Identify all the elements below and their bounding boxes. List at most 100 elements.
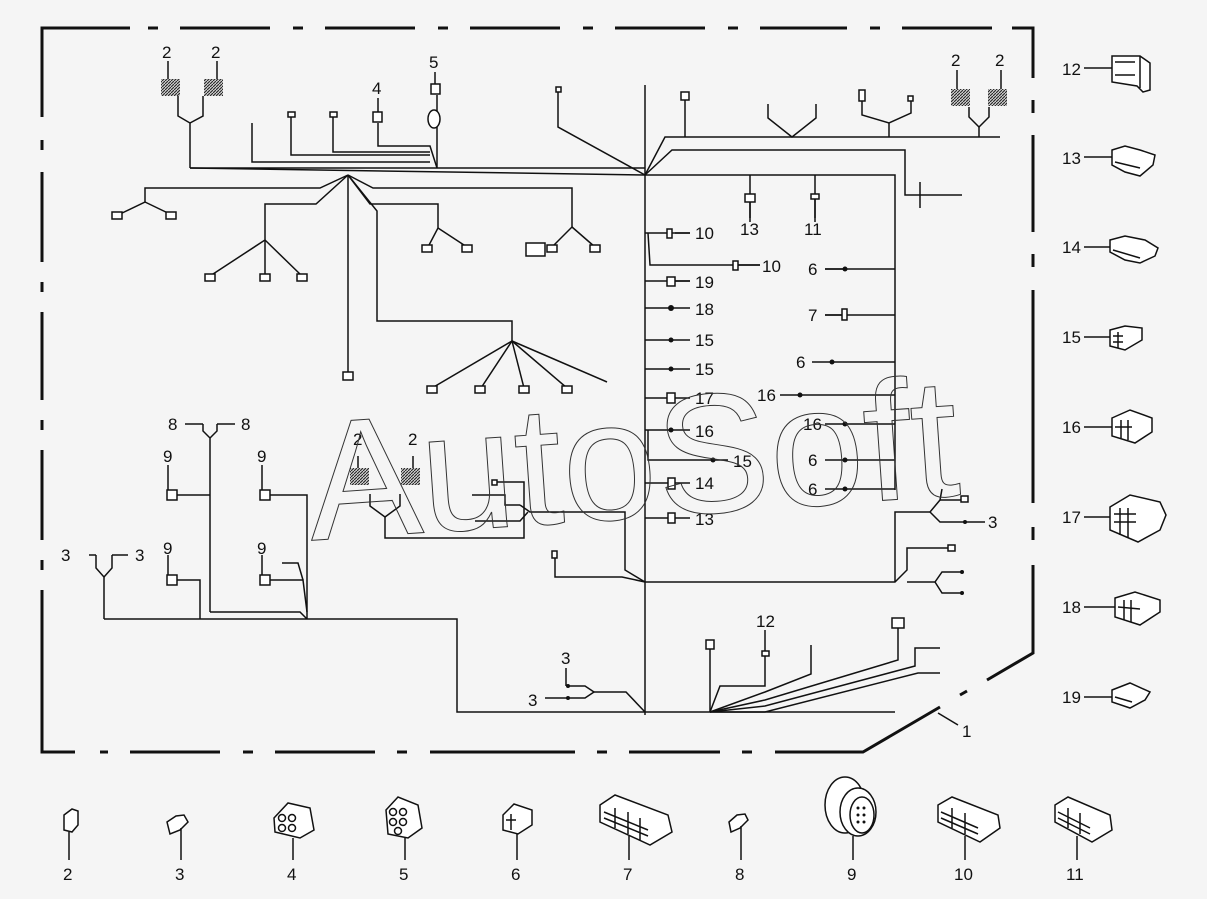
callout-label: 10	[695, 224, 714, 243]
callout-label: 8	[241, 415, 250, 434]
connector-7-icon	[599, 794, 673, 846]
callout-label: 3	[61, 546, 70, 565]
bottom-part-5[interactable]: 5	[385, 796, 423, 884]
callout-label: 15	[733, 452, 752, 471]
callout-label: 12	[756, 612, 775, 631]
connector-15-icon	[1109, 325, 1143, 351]
bottom-part-8[interactable]: 8	[728, 813, 749, 884]
part-number: 16	[1062, 418, 1081, 437]
part-number: 9	[847, 865, 856, 884]
connector-13-icon	[1111, 145, 1156, 177]
part-number: 5	[399, 865, 408, 884]
side-parts-column: 12 13 14 15	[1062, 55, 1167, 709]
part-number: 14	[1062, 238, 1081, 257]
bottom-part-2[interactable]: 2	[63, 808, 79, 884]
callout-label: 13	[740, 220, 759, 239]
bottom-part-11[interactable]: 11	[1054, 796, 1113, 884]
harness-connectors	[111, 79, 1007, 700]
bottom-part-7[interactable]: 7	[599, 794, 673, 884]
callout-label: 9	[257, 539, 266, 558]
connector-2-hatched	[161, 79, 180, 96]
part-number: 8	[735, 865, 744, 884]
part-number: 18	[1062, 598, 1081, 617]
bottom-part-10[interactable]: 10	[937, 796, 1001, 884]
connector-5-icon	[385, 796, 423, 839]
callout-label: 19	[695, 273, 714, 292]
side-part-13[interactable]: 13	[1062, 145, 1156, 177]
callout-label: 11	[804, 220, 822, 239]
callout-label: 6	[808, 260, 817, 279]
part-number: 7	[623, 865, 632, 884]
callout-label: 6	[808, 480, 817, 499]
bottom-part-6[interactable]: 6	[502, 803, 533, 884]
part-number: 19	[1062, 688, 1081, 707]
part-number: 11	[1066, 865, 1084, 884]
part-number: 2	[63, 865, 72, 884]
callout-label: 2	[353, 430, 362, 449]
side-part-18[interactable]: 18	[1062, 591, 1161, 626]
callout-label: 18	[695, 300, 714, 319]
connector-4-icon	[273, 802, 315, 839]
connector-19-icon	[1111, 682, 1152, 709]
connector-14-icon	[1109, 235, 1159, 264]
connector-17-icon	[1109, 494, 1167, 543]
callout-label: 3	[561, 649, 570, 668]
bottom-part-4[interactable]: 4	[273, 802, 315, 884]
connector-12-icon	[1111, 55, 1151, 93]
part-number: 3	[175, 865, 184, 884]
terminal-3-icon	[166, 814, 189, 836]
callout-label: 13	[695, 510, 714, 529]
part-number: 12	[1062, 60, 1081, 79]
connector-2-hatched	[350, 468, 369, 485]
connector-11-icon	[1054, 796, 1113, 843]
callout-label: 3	[528, 691, 537, 710]
side-part-19[interactable]: 19	[1062, 682, 1152, 709]
callout-leaders	[167, 61, 1002, 726]
side-part-12[interactable]: 12	[1062, 55, 1151, 93]
callout-label: 2	[162, 43, 171, 62]
small-connector-sockets	[111, 211, 969, 657]
callout-label: 3	[988, 513, 997, 532]
terminal-8-icon	[728, 813, 749, 834]
part-number: 17	[1062, 508, 1081, 527]
connector-2-icon	[63, 808, 79, 833]
callout-label: 2	[211, 43, 220, 62]
callout-label: 6	[796, 353, 805, 372]
harness-number-label: 1	[962, 722, 971, 741]
callout-label: 2	[995, 51, 1004, 70]
callout-label: 15	[695, 331, 714, 350]
part-number: 10	[954, 865, 973, 884]
bottom-part-9[interactable]: 9	[824, 776, 877, 884]
harness-boundary-frame	[40, 26, 1035, 754]
side-part-15[interactable]: 15	[1062, 325, 1143, 351]
part-number: 13	[1062, 149, 1081, 168]
callout-label: 7	[808, 306, 817, 325]
callout-label: 15	[695, 360, 714, 379]
side-part-14[interactable]: 14	[1062, 235, 1159, 264]
callout-label: 9	[257, 447, 266, 466]
round-connector-9-icon	[824, 776, 877, 837]
callout-label: 14	[695, 474, 714, 493]
callout-label: 9	[163, 447, 172, 466]
connector-10-icon	[937, 796, 1001, 843]
callout-label: 17	[695, 389, 714, 408]
callout-label: 9	[163, 539, 172, 558]
callout-label: 4	[372, 79, 381, 98]
connector-2-hatched	[204, 79, 223, 96]
connector-16-icon	[1111, 409, 1153, 444]
watermark: AutoSoft	[301, 342, 965, 577]
side-part-17[interactable]: 17	[1062, 494, 1167, 543]
part-number: 4	[287, 865, 296, 884]
part-number: 6	[511, 865, 520, 884]
callout-label: 16	[803, 415, 822, 434]
spine-connectors	[566, 228, 967, 700]
callout-label: 3	[135, 546, 144, 565]
callout-label: 10	[762, 257, 781, 276]
side-part-16[interactable]: 16	[1062, 409, 1153, 444]
callout-label: 8	[168, 415, 177, 434]
bottom-part-3[interactable]: 3	[166, 814, 189, 884]
callout-label: 2	[951, 51, 960, 70]
bottom-parts-row: 2 3 4	[63, 776, 1113, 884]
harness-callout-labels: 2 2 4 5 2 2 13 11 10 10 19 18 15 15 17 1…	[61, 43, 1004, 741]
